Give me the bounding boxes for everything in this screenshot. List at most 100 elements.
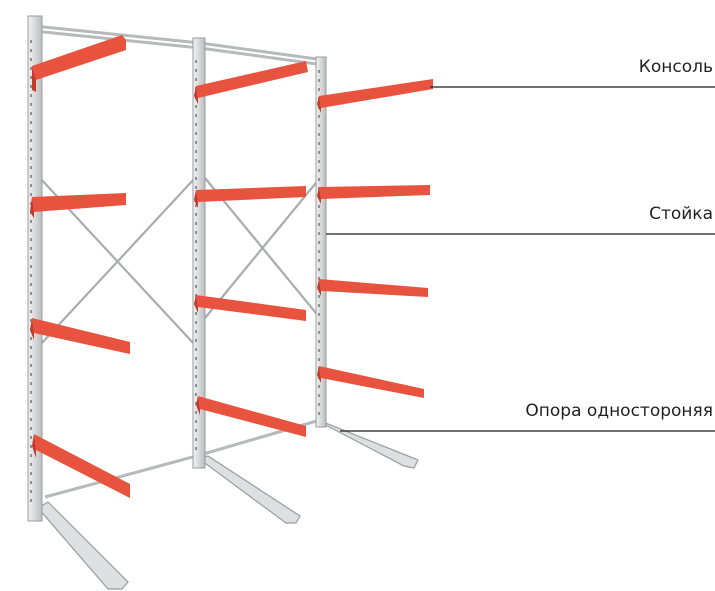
post-slot [318,169,320,172]
post-slot [318,124,320,127]
post-slot [195,159,197,162]
post-slot [30,301,32,304]
post-slot [30,130,32,133]
post-slot [195,429,197,432]
post-slot [30,49,32,52]
post-slot [30,67,32,70]
post-slot [30,490,32,493]
cantilever-arms [30,35,433,498]
post-slot [30,220,32,223]
post-slot [30,382,32,385]
post-slot [30,454,32,457]
post-slot [195,150,197,153]
post-slot [30,499,32,502]
post-slot [195,447,197,450]
post-slot [195,366,197,369]
post-slot [195,357,197,360]
post-slot [30,373,32,376]
post-slot [30,175,32,178]
post-slot [30,319,32,322]
post-slot [195,222,197,225]
post-slot [318,385,320,388]
post-slot [30,148,32,151]
post-slot [318,205,320,208]
arm-right-1 [319,79,433,108]
post-slot [30,400,32,403]
post-slot [30,481,32,484]
arm-left-3 [32,318,130,354]
post-slot [30,76,32,79]
post-slot [30,283,32,286]
arm-right-4 [319,366,424,398]
arm-middle-1 [196,61,308,98]
post-slot [195,438,197,441]
post-slot [195,420,197,423]
post-slot [30,364,32,367]
post-slot [30,292,32,295]
post-slot [318,268,320,271]
post-slot [30,157,32,160]
label-post: Стойка [649,204,713,224]
post-slot [318,70,320,73]
callout-leaders [326,86,715,432]
post-slot [195,60,197,63]
post-slot [195,240,197,243]
post-slot [30,436,32,439]
post-slot [30,247,32,250]
arm-right-3 [319,279,428,297]
post-slot [318,88,320,91]
post-slot [30,355,32,358]
post-slot [195,105,197,108]
arm-left-4 [34,434,130,498]
post-slot [318,151,320,154]
post-slot [195,339,197,342]
post-slot [318,349,320,352]
post-slot [195,114,197,117]
post-slot [318,331,320,334]
post-slot [318,394,320,397]
post-slot [195,177,197,180]
post-slot [195,168,197,171]
post-slot [195,384,197,387]
post-slot [318,133,320,136]
post-slot [318,259,320,262]
post-slot [318,322,320,325]
base-left [37,501,129,590]
post-right [315,56,327,428]
post-slot [318,340,320,343]
post-slot [195,375,197,378]
post-slot [195,285,197,288]
base-middle [196,455,301,524]
post-slot [30,139,32,142]
post-slot [30,346,32,349]
post-slot [30,112,32,115]
post-slot [195,393,197,396]
post-slot [30,58,32,61]
post-slot [30,166,32,169]
post-slot [30,337,32,340]
arm-left-1 [32,35,126,80]
arm-middle-2 [196,186,306,202]
post-slot [195,69,197,72]
post-slot [318,142,320,145]
post-slot [195,312,197,315]
post-slot [195,267,197,270]
post-slot [30,202,32,205]
post-slot [318,412,320,415]
post-middle [192,37,206,469]
post-slot [318,241,320,244]
post-slot [318,277,320,280]
post-slot [318,79,320,82]
post-slot [195,330,197,333]
post-slot [30,229,32,232]
post-slot [195,276,197,279]
arm-middle-3 [196,295,306,321]
label-base: Опора одностороняя [525,401,713,421]
post-slot [30,391,32,394]
post-slot [195,123,197,126]
post-slot [30,184,32,187]
post-slot [318,115,320,118]
post-slot [30,121,32,124]
post-slot [195,348,197,351]
